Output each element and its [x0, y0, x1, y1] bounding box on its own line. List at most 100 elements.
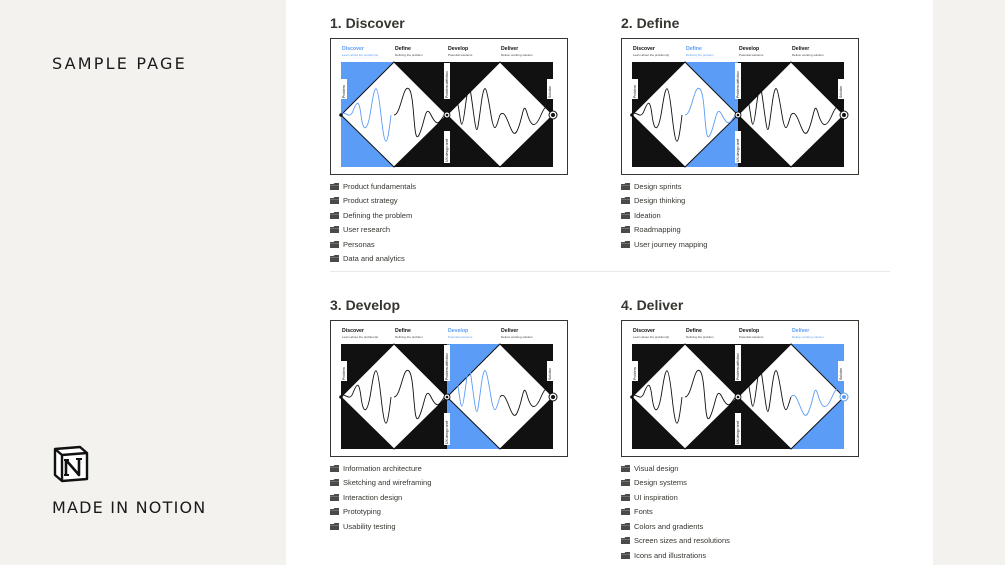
diagram-label: Solution [839, 86, 843, 98]
folder-icon [621, 464, 630, 472]
page-link[interactable]: Product strategy [330, 194, 580, 209]
page-link[interactable]: Design thinking [621, 194, 871, 209]
folder-icon [621, 211, 630, 219]
process-squiggle [446, 368, 501, 413]
page-link[interactable]: Prototyping [330, 505, 580, 520]
folder-icon [621, 493, 630, 501]
label-strip [341, 361, 347, 381]
label-strip [444, 413, 450, 445]
stage-title: Deliver [501, 328, 518, 334]
page-link[interactable]: Screen sizes and resolutions [621, 534, 871, 549]
stage-subtitle: Defining the problem [686, 335, 714, 339]
label-strip [444, 131, 450, 163]
folder-icon [621, 508, 630, 516]
folder-icon [330, 522, 339, 530]
stage-title: Define [686, 46, 702, 52]
diagram-label: UX design brief [445, 421, 449, 444]
folder-icon [330, 493, 339, 501]
page-link[interactable]: UI inspiration [621, 490, 871, 505]
page-link-label: Screen sizes and resolutions [634, 536, 730, 546]
stage-title: Deliver [501, 46, 518, 52]
label-strip [444, 345, 450, 381]
page-link[interactable]: Ideation [621, 208, 871, 223]
page-link-label: Prototyping [343, 507, 381, 517]
folder-icon [330, 464, 339, 472]
page-link[interactable]: Design sprints [621, 179, 871, 194]
diagram-label: Solution [548, 86, 552, 98]
page-link[interactable]: Personas [330, 237, 580, 252]
label-strip [547, 361, 553, 381]
diagram-label: UX design brief [445, 139, 449, 162]
page-link-label: UI inspiration [634, 492, 678, 502]
process-squiggle [499, 388, 554, 416]
page-link[interactable]: Colors and gradients [621, 519, 871, 534]
page-link[interactable]: Usability testing [330, 519, 580, 534]
stage-subtitle: Deliver working solution [792, 53, 824, 57]
stage-subtitle: Potential solutions [739, 335, 764, 339]
start-node [630, 113, 634, 117]
page-link-label: Personas [343, 239, 375, 249]
process-squiggle [684, 87, 739, 138]
folder-icon [621, 551, 630, 559]
page-link-label: Information architecture [343, 463, 422, 473]
diagram-label: Problem [633, 367, 637, 380]
page-link-label: Product strategy [343, 196, 398, 206]
stage-subtitle: Defining the problem [686, 53, 714, 57]
folder-icon [621, 522, 630, 530]
stage-title: Define [395, 46, 411, 52]
page-link[interactable]: User journey mapping [621, 237, 871, 252]
process-squiggle [684, 369, 739, 420]
page-link[interactable]: Visual design [621, 461, 871, 476]
process-squiggle [340, 88, 392, 142]
mid-node-core [445, 113, 449, 117]
page-link[interactable]: Product fundamentals [330, 179, 580, 194]
label-strip [838, 361, 844, 381]
page-link[interactable]: Interaction design [330, 490, 580, 505]
made-in-notion-label: MADE IN NOTION [52, 498, 207, 517]
page-link[interactable]: Design systems [621, 476, 871, 491]
page-link[interactable]: Roadmapping [621, 223, 871, 238]
stage-subtitle: Potential solutions [739, 53, 764, 57]
diagram-label: Problem [633, 85, 637, 98]
process-squiggle [737, 86, 792, 131]
stage-title: Define [686, 328, 702, 334]
page-link-label: Colors and gradients [634, 521, 704, 531]
page-link[interactable]: Icons and illustrations [621, 548, 871, 563]
page-link[interactable]: Data and analytics [330, 252, 580, 267]
page-link-label: User journey mapping [634, 239, 708, 249]
end-node-core [842, 113, 846, 117]
page-link[interactable]: Defining the problem [330, 208, 580, 223]
folder-icon [621, 182, 630, 190]
notion-logo-icon [52, 445, 90, 483]
page-link[interactable]: Fonts [621, 505, 871, 520]
diagram-label: Problem definition [736, 353, 740, 380]
page-link-label: Fonts [634, 507, 653, 517]
sample-page-title: SAMPLE PAGE [52, 54, 187, 73]
folder-icon [330, 182, 339, 190]
diagram-label: Problem definition [445, 71, 449, 98]
section-title: 3. Develop [330, 297, 401, 313]
label-strip [838, 79, 844, 99]
process-squiggle [790, 388, 845, 416]
page-link[interactable]: User research [330, 223, 580, 238]
stage-title: Develop [739, 328, 759, 334]
mid-node-core [736, 395, 740, 399]
section-title: 1. Discover [330, 15, 405, 31]
end-node-core [551, 395, 555, 399]
page-link[interactable]: Sketching and wireframing [330, 476, 580, 491]
page-link-label: Ideation [634, 210, 661, 220]
page-link[interactable]: Information architecture [330, 461, 580, 476]
page-link-label: Defining the problem [343, 210, 413, 220]
stage-title: Discover [633, 328, 655, 334]
page-link-label: Icons and illustrations [634, 550, 707, 560]
mid-node-core [445, 395, 449, 399]
folder-icon [330, 197, 339, 205]
diagram-label: UX design brief [736, 139, 740, 162]
